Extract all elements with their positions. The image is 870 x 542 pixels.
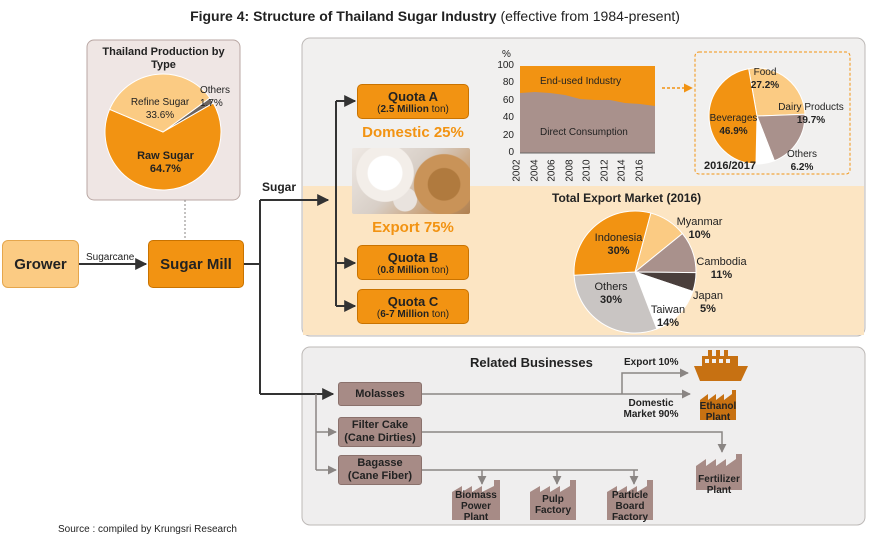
fertilizer-plant-label: Fertilizer Plant	[698, 474, 740, 496]
exp-slice-indonesia	[573, 210, 652, 276]
export-10-label: Export 10%	[624, 357, 679, 368]
domestic-90-label: Domestic Market 90%	[623, 398, 679, 420]
area-ytick: 60	[502, 95, 514, 106]
area-ylabel: %	[502, 49, 511, 60]
export-label: Export 75%	[372, 219, 454, 236]
consumption-area-chart	[520, 66, 655, 154]
grower-box: Grower	[2, 240, 79, 288]
quota-b-box: Quota B (0.8 Million ton)	[357, 245, 469, 280]
prod-raw-label: Raw Sugar 64.7%	[137, 150, 194, 175]
exp-taiwan-label: Taiwan 14%	[650, 304, 686, 329]
figure-title-bold: Figure 4: Structure of Thailand Sugar In…	[190, 8, 497, 24]
dom-others-label: Others 6.2%	[786, 149, 817, 173]
export-pie	[573, 210, 697, 334]
prod-refine-label: Refine Sugar 33.6%	[130, 97, 190, 121]
area-ytick: 0	[508, 147, 514, 158]
area-ytick: 80	[502, 77, 514, 88]
ship-icon	[694, 350, 748, 381]
dom-pie-caption: 2016/2017	[704, 160, 756, 172]
sugar-photo	[352, 148, 470, 214]
exp-slice-others	[573, 271, 658, 334]
export-pie-title: Total Export Market (2016)	[552, 191, 702, 205]
biomass-plant-label: Biomass Power Plant	[455, 490, 497, 523]
exp-myanmar-label: Myanmar 10%	[676, 216, 723, 241]
exp-indonesia-label: Indonesia 30%	[594, 232, 643, 257]
area-label-direct: Direct Consumption	[540, 127, 628, 138]
area-xtick: 2014	[616, 159, 628, 182]
pulp-factory-label: Pulp Factory	[534, 494, 572, 516]
exp-japan-label: Japan 5%	[693, 290, 723, 315]
dom-beverages-label: Beverages 46.9%	[709, 113, 758, 137]
exp-others-label: Others 30%	[594, 281, 628, 306]
dom-food-label: Food 27.2%	[750, 67, 780, 91]
dom-dairy-label: Dairy Products 19.7%	[778, 102, 844, 126]
area-ytick: 100	[497, 60, 514, 71]
domestic-use-pie	[708, 67, 806, 165]
related-title: Related Businesses	[470, 355, 593, 370]
pulp-factory-icon	[530, 480, 576, 520]
domestic-label: Domestic 25%	[362, 124, 464, 141]
area-xtick: 2010	[581, 159, 593, 182]
arrow-filter-fertilizer	[422, 431, 727, 453]
area-xtick: 2012	[599, 159, 611, 182]
biomass-plant-icon	[452, 480, 500, 520]
dom-slice-dairy-products	[756, 113, 806, 162]
production-title: Thailand Production by Type	[102, 46, 225, 71]
prod-others-label: Others 1.7%	[200, 85, 231, 109]
area-xtick: 2002	[511, 159, 523, 182]
exp-slice-taiwan	[634, 271, 694, 330]
area-xtick: 2008	[564, 159, 576, 182]
ethanol-plant-label: Ethanol Plant	[699, 401, 737, 423]
production-pie	[104, 73, 222, 191]
bagasse-box: Bagasse (Cane Fiber)	[338, 455, 422, 485]
source-note: Source : compiled by Krungsri Research	[58, 524, 237, 535]
area-ytick: 20	[502, 130, 514, 141]
quota-c-box: Quota C (6-7 Million ton)	[357, 289, 469, 324]
area-xtick: 2004	[529, 159, 541, 182]
area-label-industry: End-used Industry	[540, 76, 622, 87]
figure-title: Figure 4: Structure of Thailand Sugar In…	[0, 8, 870, 24]
quota-a-box: Quota A (2.5 Million ton)	[357, 84, 469, 119]
prod-slice-raw-sugar	[104, 102, 222, 191]
prod-slice-refine-sugar	[108, 73, 211, 133]
sugar-mill-box: Sugar Mill	[148, 240, 244, 288]
area-xtick: 2006	[546, 159, 558, 182]
dom-slice-food	[748, 67, 806, 117]
fertilizer-plant-icon	[696, 454, 742, 490]
particle-factory-icon	[607, 480, 653, 520]
sugar-label: Sugar	[262, 180, 297, 194]
exp-cambodia-label: Cambodia 11%	[696, 256, 747, 281]
area-end-used-industry	[520, 66, 655, 106]
area-ytick: 40	[502, 112, 514, 123]
filter-cake-box: Filter Cake (Cane Dirties)	[338, 417, 422, 447]
domestic-pie-frame	[694, 51, 851, 175]
dom-slice-beverages	[708, 68, 758, 165]
particle-board-factory-label: Particle Board Factory	[611, 490, 649, 523]
sugarcane-label: Sugarcane	[86, 252, 135, 263]
arrow-molasses-export	[621, 368, 689, 394]
ethanol-plant-icon	[700, 390, 736, 420]
area-xtick: 2016	[634, 159, 646, 182]
figure-title-normal: (effective from 1984-present)	[500, 8, 680, 24]
molasses-box: Molasses	[338, 382, 422, 406]
